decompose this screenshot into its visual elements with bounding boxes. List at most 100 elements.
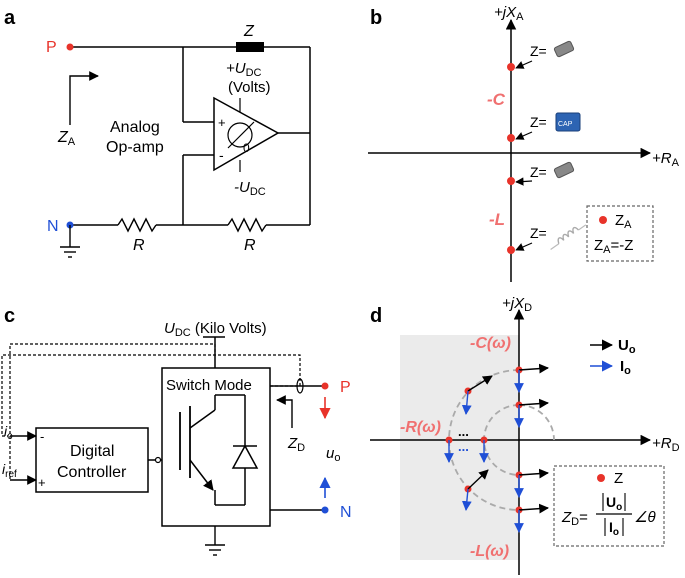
iref-label: iref	[2, 461, 17, 480]
feedback-dashed-2	[9, 343, 216, 480]
c-udc-label: UDC (Kilo Volts)	[164, 320, 267, 339]
igbt-emitter	[189, 459, 214, 491]
b-point-2	[507, 134, 515, 142]
uo-label: uo	[326, 445, 340, 464]
igbt-collector	[189, 409, 216, 429]
b-point-1	[507, 63, 515, 71]
d-io-arrow	[461, 488, 472, 511]
resistor-1	[117, 217, 157, 233]
d-x-axis-label: +RD	[652, 435, 680, 454]
opamp-text-2: Op-amp	[106, 139, 164, 156]
d-legend-box	[553, 465, 665, 547]
udc-minus-label: -UDC	[234, 179, 266, 198]
d-neg-l: -L(ω)	[470, 543, 509, 560]
z-label: Z	[243, 23, 255, 40]
d-angle: ∠θ	[634, 509, 656, 526]
d-legend-uo: Uo	[618, 337, 636, 356]
b-neg-c: -C	[487, 90, 506, 109]
c-node-p-dot	[321, 382, 329, 390]
capacitor-text: CAP	[558, 121, 573, 128]
d-legend-dot	[597, 474, 605, 482]
d-uo-arrow	[467, 469, 489, 490]
source-slash	[227, 121, 255, 149]
io-label: io	[4, 423, 13, 442]
resistor-2	[227, 217, 267, 233]
b-point-4	[507, 246, 515, 254]
resistor-chip-icon	[553, 40, 575, 58]
r1-label: R	[133, 237, 145, 254]
node-p-label: P	[46, 39, 57, 56]
opamp-plus: +	[218, 115, 226, 130]
c-node-p-label: P	[340, 379, 351, 396]
c-node-n-label: N	[340, 504, 352, 521]
b-legend-za: ZA	[615, 212, 632, 231]
b-z-eq-4: Z=	[530, 225, 547, 241]
controller-text-2: Controller	[57, 464, 127, 481]
b-z-arrow-1	[515, 60, 533, 69]
opamp-minus: -	[219, 147, 224, 163]
panel-d: d +jXD +RD -C(ω) -R(ω) -L(ω) ... ...	[370, 295, 680, 575]
zd-arrow	[276, 395, 293, 428]
d-phasors	[444, 363, 549, 533]
opamp-zero: 0	[243, 141, 250, 155]
d-neg-r: -R(ω)	[400, 419, 441, 436]
d-uo-arrow	[518, 398, 549, 409]
d-uo-arrow	[518, 363, 549, 374]
current-sensor	[296, 378, 304, 394]
c-node-n-dot	[321, 506, 329, 514]
b-x-axis-label: +RA	[652, 150, 680, 169]
panel-c-label: c	[4, 305, 15, 327]
panel-c: c UDC (Kilo Volts) Switch Mode Digital C…	[1, 305, 352, 556]
controller-text-1: Digital	[70, 443, 114, 460]
controller-minus: -	[40, 429, 44, 444]
volts-label: (Volts)	[228, 79, 271, 96]
inductor-icon	[550, 224, 587, 250]
d-legend-z: Z	[614, 470, 623, 487]
d-frac-num: Uo	[606, 494, 622, 513]
udc-plus-label: +UDC	[226, 60, 262, 79]
b-z-arrow-3	[515, 177, 533, 186]
b-z-arrow-4	[515, 242, 533, 251]
panel-b-label: b	[370, 7, 382, 29]
capacitor-icon	[555, 112, 581, 132]
switch-mode-label: Switch Mode	[166, 377, 252, 394]
opamp-text-1: Analog	[110, 119, 160, 136]
d-formula-lhs: ZD=	[561, 509, 588, 528]
d-uo-arrow	[518, 503, 549, 514]
r2-label: R	[244, 237, 256, 254]
impedance-z-block	[236, 42, 264, 52]
b-legend-eq: ZA=-Z	[594, 237, 633, 256]
d-frac-den: Io	[609, 519, 619, 538]
digital-controller-box	[35, 427, 149, 493]
b-z-eq-1: Z=	[530, 43, 547, 59]
b-neg-l: -L	[489, 210, 505, 229]
node-n-label: N	[47, 218, 59, 235]
d-arc-inner-right	[518, 404, 555, 441]
b-z-arrow-2	[515, 131, 533, 140]
controller-output-node	[154, 456, 162, 464]
b-z-eq-2: Z=	[530, 114, 547, 130]
panel-a: a Z P + - 0 +UDC (Volts) -UDC Analog Op-…	[4, 7, 311, 258]
b-point-3	[507, 177, 515, 185]
za-arrow	[69, 71, 99, 125]
b-legend-box	[586, 205, 654, 262]
d-ellipsis-blue: ...	[458, 439, 469, 454]
d-ellipsis-black: ...	[458, 424, 469, 439]
d-neg-c: -C(ω)	[470, 335, 511, 352]
b-legend-dot	[599, 216, 607, 224]
d-uo-arrow	[518, 468, 549, 479]
za-label: ZA	[57, 129, 76, 148]
d-y-axis-label: +jXD	[502, 295, 532, 314]
zd-label: ZD	[287, 435, 305, 454]
d-legend-io: Io	[620, 358, 631, 377]
resistor-chip-icon-2	[553, 161, 575, 179]
panel-b: b +jXA +RA -C -L Z= Z= CAP Z= Z= ZA	[368, 4, 680, 282]
b-z-eq-3: Z=	[530, 164, 547, 180]
opamp-triangle	[213, 96, 280, 172]
diode-triangle	[231, 444, 259, 469]
b-y-axis-label: +jXA	[494, 4, 524, 23]
node-p-dot	[66, 43, 74, 51]
d-io-arrow	[461, 390, 472, 415]
panel-d-label: d	[370, 305, 382, 327]
